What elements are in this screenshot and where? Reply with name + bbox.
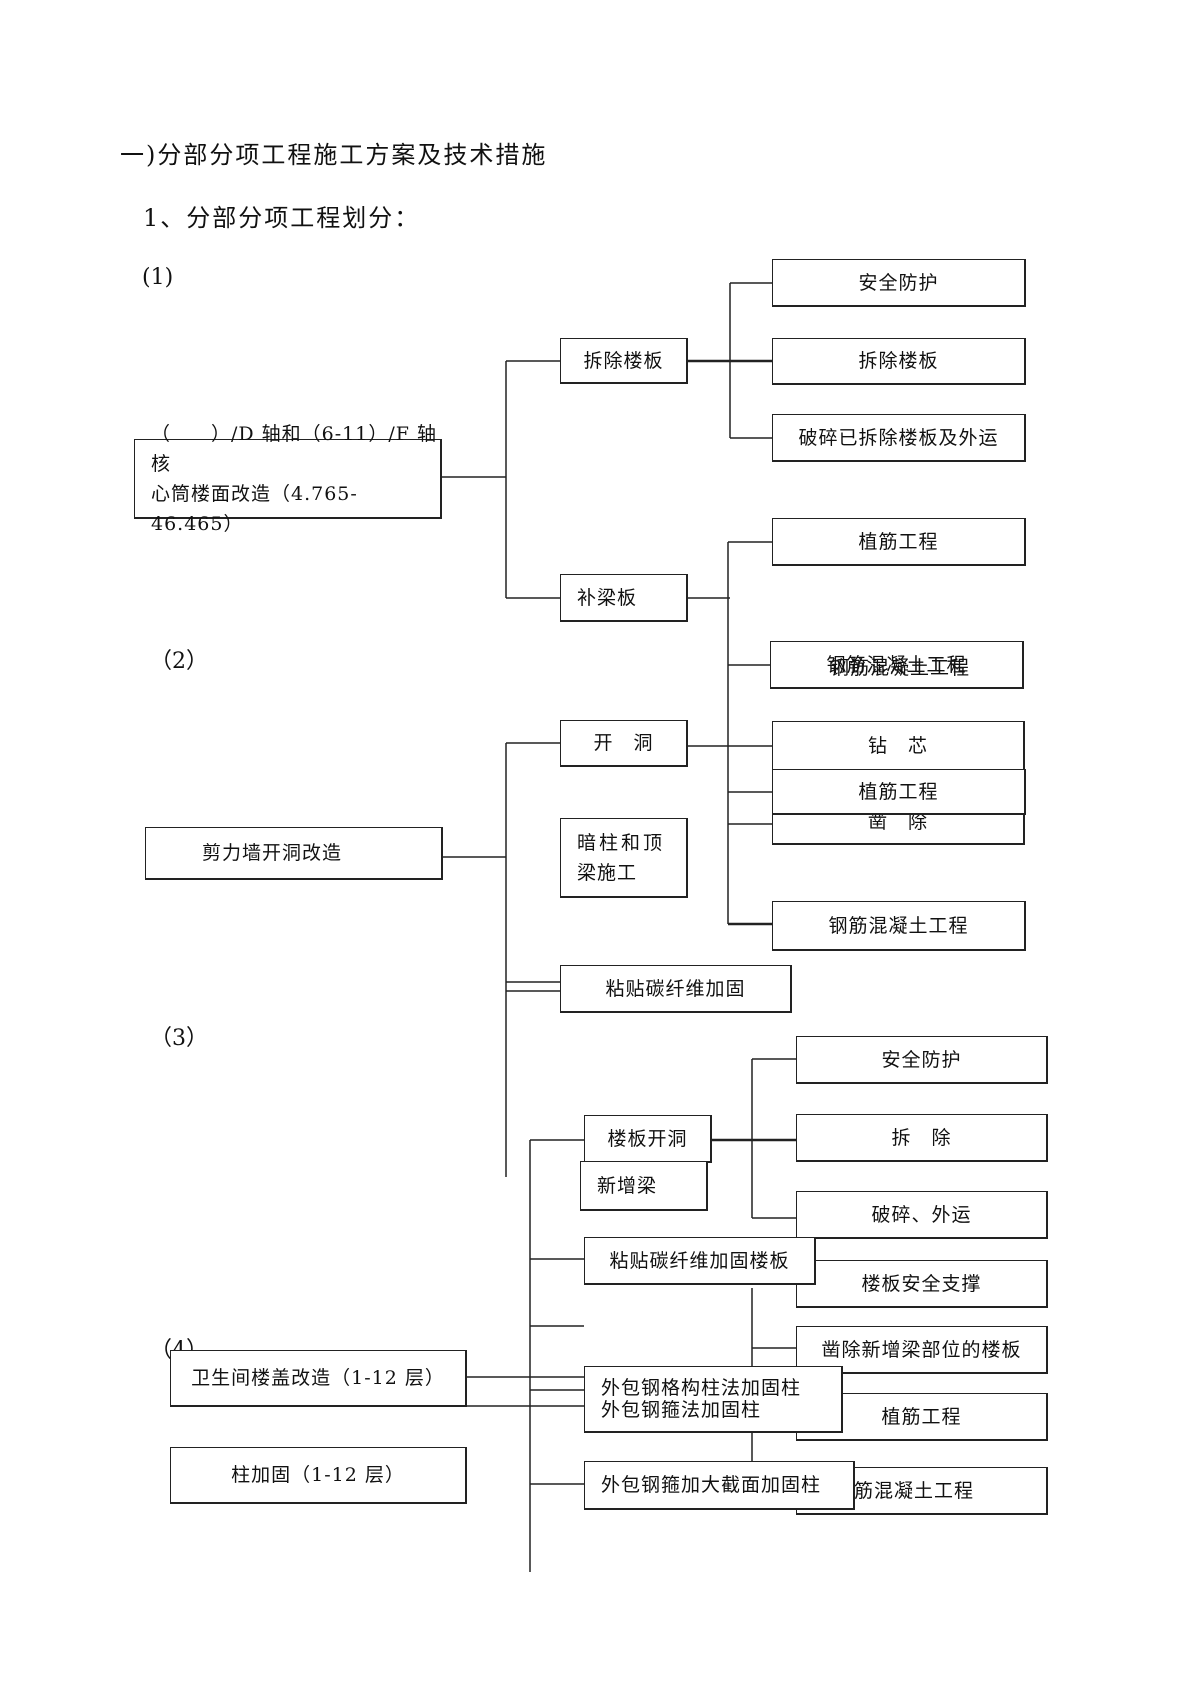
part1-root-line2: 心筒楼面改造（4.765-46.465） xyxy=(151,482,358,535)
page-subheading: 1、分部分项工程划分： xyxy=(143,204,421,232)
part1-root-box: （ ）/D 轴和（6-11）/F 轴核 心筒楼面改造（4.765-46.465） xyxy=(134,423,442,535)
remove-child-crush-box: 破碎已拆除楼板及外运 xyxy=(772,414,1026,462)
beam-child-rebar-label: 植筋工程 xyxy=(881,1405,962,1428)
beam-child-support-label: 楼板安全支撑 xyxy=(861,1272,982,1295)
beam-child-support-box: 楼板安全支撑 xyxy=(796,1260,1048,1308)
patch-child-concrete-label-a: 钢筋混凝土工程 xyxy=(826,653,967,676)
patch-beam-box: 补梁板 xyxy=(560,574,688,622)
open-hole-label: 开 洞 xyxy=(593,732,654,754)
steel-hoop-enlarge-box: 外包钢箍加大截面加固柱 xyxy=(584,1461,855,1510)
patch-child-rebar-box: 植筋工程 xyxy=(772,518,1026,566)
steel-hoop-label: 外包钢箍法加固柱 xyxy=(601,1399,762,1421)
carbon-fiber-label: 粘贴碳纤维加固 xyxy=(605,977,746,1000)
open-child-drill-label: 钻 芯 xyxy=(867,734,928,757)
open-hole-box: 开 洞 xyxy=(560,720,688,767)
part4-root-label: 柱加固（1-12 层） xyxy=(231,1464,405,1486)
remove-slab-label: 拆除楼板 xyxy=(583,349,664,372)
steel-lattice-label: 外包钢格构柱法加固柱 xyxy=(601,1377,802,1399)
patch-child-concrete-box-b: 钢筋混凝土工程 xyxy=(773,644,1027,692)
slab-child-remove-box: 拆 除 xyxy=(796,1114,1048,1162)
remove-child-safety-label: 安全防护 xyxy=(858,271,939,294)
open-child-drill-box: 钻 芯 xyxy=(772,721,1025,771)
patch-beam-label: 补梁板 xyxy=(577,586,638,609)
slab-child-remove-label: 拆 除 xyxy=(891,1126,952,1149)
patch-child-concrete-label-b: 钢筋混凝土工程 xyxy=(829,657,970,679)
remove-slab-box: 拆除楼板 xyxy=(560,338,688,384)
hidden-column-child-box: 钢筋混凝土工程 xyxy=(772,901,1026,951)
remove-child-safety-box: 安全防护 xyxy=(772,259,1026,307)
slab-child-crush-label: 破碎、外运 xyxy=(871,1203,972,1226)
carbon-fiber-slab-box: 粘贴碳纤维加固楼板 xyxy=(584,1237,816,1285)
page-heading: 一)分部分项工程施工方案及技术措施 xyxy=(120,141,548,169)
remove-child-remove-label: 拆除楼板 xyxy=(858,350,939,372)
steel-lattice-box: 外包钢格构柱法加固柱 外包钢箍法加固柱 xyxy=(584,1366,843,1433)
section-label-1: (1) xyxy=(142,265,174,290)
part3-root-box: 卫生间楼盖改造（1-12 层） xyxy=(170,1350,467,1407)
slab-opening-label: 楼板开洞 xyxy=(607,1127,688,1150)
slab-opening-box: 楼板开洞 xyxy=(584,1115,712,1163)
remove-child-crush-label: 破碎已拆除楼板及外运 xyxy=(798,426,999,449)
beam-child-chisel-label: 凿除新增梁部位的楼板 xyxy=(821,1338,1022,1361)
slab-child-safety-box: 安全防护 xyxy=(796,1036,1048,1084)
hidden-column-box: 暗柱和顶 梁施工 xyxy=(560,818,688,898)
slab-child-safety-label: 安全防护 xyxy=(881,1048,962,1071)
part2-root-box: 剪力墙开洞改造 xyxy=(145,827,443,880)
remove-child-remove-box: 拆除楼板 xyxy=(772,338,1026,385)
open-child-rebar-label: 植筋工程 xyxy=(858,780,939,803)
beam-child-concrete-label: 钢筋混凝土工程 xyxy=(833,1479,974,1502)
open-child-rebar-box: 植筋工程 xyxy=(772,769,1026,815)
part4-root-box: 柱加固（1-12 层） xyxy=(170,1447,467,1504)
new-beam-box: 新增梁 xyxy=(580,1161,708,1211)
patch-child-concrete-box-a: 钢筋混凝土工程 xyxy=(770,641,1024,689)
slab-child-crush-box: 破碎、外运 xyxy=(796,1191,1048,1239)
section-label-2: （2） xyxy=(150,649,208,674)
hidden-column-line1: 暗柱和顶 xyxy=(577,831,666,854)
hidden-column-line2: 梁施工 xyxy=(577,861,638,884)
patch-child-rebar-label: 植筋工程 xyxy=(858,530,939,553)
part3-root-label: 卫生间楼盖改造（1-12 层） xyxy=(191,1367,445,1389)
steel-hoop-enlarge-label: 外包钢箍加大截面加固柱 xyxy=(601,1474,822,1496)
open-child-chisel-label: 凿 除 xyxy=(867,811,928,833)
carbon-fiber-slab-label: 粘贴碳纤维加固楼板 xyxy=(609,1249,790,1272)
new-beam-label: 新增梁 xyxy=(597,1174,658,1197)
part2-root-label: 剪力墙开洞改造 xyxy=(202,842,343,864)
carbon-fiber-box: 粘贴碳纤维加固 xyxy=(560,965,792,1013)
part1-root-line1: （ ）/D 轴和（6-11）/F 轴核 xyxy=(151,422,437,475)
section-label-3: （3） xyxy=(150,1026,208,1051)
hidden-column-child-label: 钢筋混凝土工程 xyxy=(828,914,969,937)
